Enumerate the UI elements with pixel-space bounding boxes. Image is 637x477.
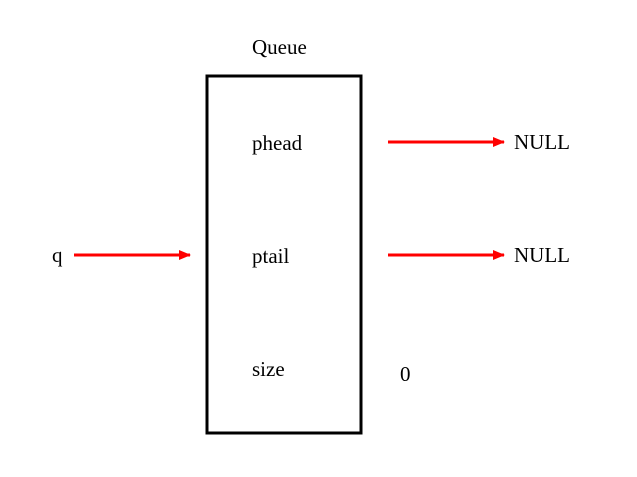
struct-title: Queue <box>252 35 307 59</box>
phead-null-label: NULL <box>514 130 570 154</box>
pointer-q-label: q <box>52 243 63 267</box>
field-size: size <box>252 357 285 381</box>
field-phead: phead <box>252 131 303 155</box>
ptail-null-label: NULL <box>514 243 570 267</box>
size-value-label: 0 <box>400 362 411 386</box>
field-ptail: ptail <box>252 244 290 268</box>
queue-struct-box <box>205 74 363 435</box>
